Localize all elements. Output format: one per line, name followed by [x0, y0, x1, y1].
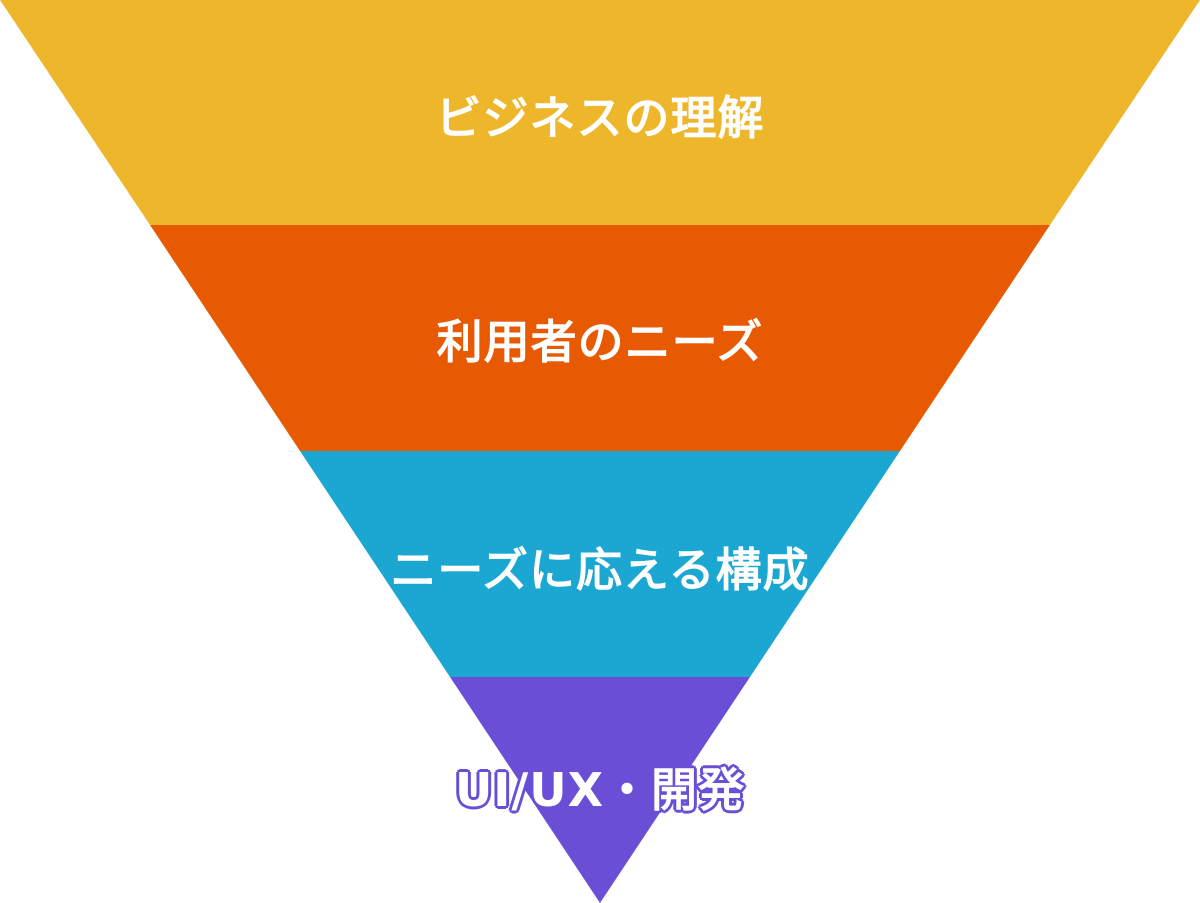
layer-2-user-needs	[150, 225, 1050, 451]
layer-1-business-understanding	[0, 0, 1200, 225]
layer-1-label: ビジネスの理解	[435, 91, 765, 145]
layer-3-label: ニーズに応える構成	[390, 543, 810, 597]
layer-4-label: UI/UX・開発	[454, 763, 746, 817]
layer-3-structure	[300, 451, 900, 677]
layer-4-uiux-development	[450, 677, 750, 903]
layer-2-label: 利用者のニーズ	[436, 315, 764, 369]
